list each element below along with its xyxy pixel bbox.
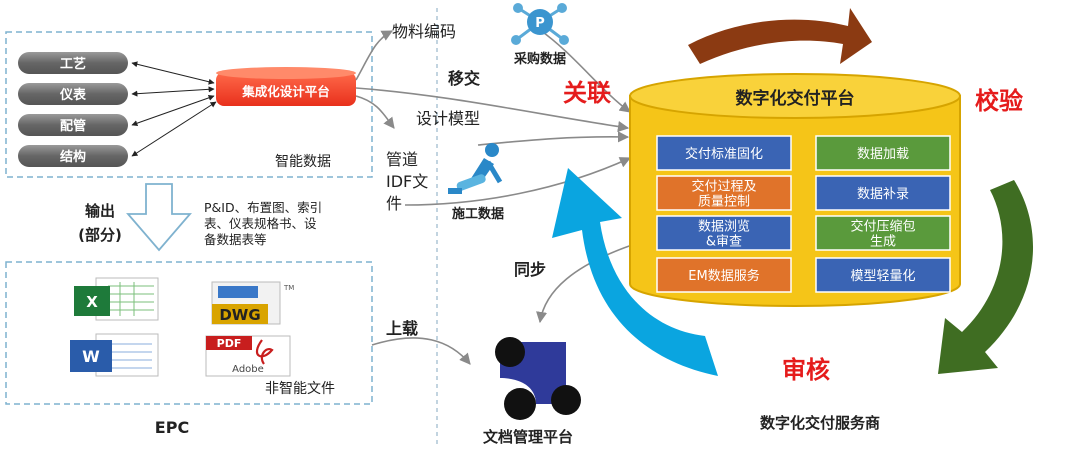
- layer-label: 结构: [60, 149, 86, 165]
- design-model-label: 设计模型: [416, 109, 480, 128]
- doc-platform-logo: [495, 337, 581, 420]
- handover-label: 移交: [448, 69, 480, 88]
- dwg-label: DWG: [219, 306, 260, 324]
- review-cycle-arrow: [552, 168, 718, 376]
- pipe-idf-label-line: 管道: [386, 150, 418, 169]
- platform-module: 模型轻量化: [815, 257, 951, 293]
- module-box: [656, 175, 792, 211]
- layer-links: [131, 61, 217, 157]
- procurement-icon-letter: P: [535, 16, 545, 31]
- integration-platform: 集成化设计平台: [216, 67, 356, 106]
- layer-label: 工艺: [60, 56, 86, 72]
- module-label: 数据补录: [857, 187, 909, 202]
- output-arrow: [126, 183, 192, 252]
- platform-module: 数据补录: [815, 175, 951, 211]
- sync-label: 同步: [514, 260, 546, 279]
- module-box: [815, 135, 951, 171]
- layer-stack: 工艺 仪表 配管 结构: [18, 52, 128, 167]
- module-box: [815, 215, 951, 251]
- layer-label: 配管: [60, 118, 86, 134]
- module-box: [656, 257, 792, 293]
- module-box: [815, 175, 951, 211]
- output-desc-line: P&ID、布置图、索引: [204, 200, 322, 215]
- platform-module: 交付标准固化: [656, 135, 792, 171]
- pipe-idf-label-line: 件: [386, 194, 402, 213]
- non-smart-files-label: 非智能文件: [265, 381, 335, 397]
- module-label: 交付标准固化: [685, 146, 763, 162]
- smart-data-label: 智能数据: [275, 154, 331, 170]
- output-label: 输出: [85, 202, 115, 220]
- platform-modules: 交付标准固化数据加载交付过程及质量控制数据补录数据浏览&审查交付压缩包生成EM数…: [656, 135, 951, 293]
- platform-title: 数字化交付平台: [736, 88, 855, 109]
- link-cycle-arrow: [688, 8, 872, 64]
- material-code-label: 物料编码: [392, 22, 456, 41]
- module-label: 交付过程及: [691, 179, 756, 195]
- word-file-icon: W: [70, 333, 159, 377]
- construction-worker-icon: [448, 143, 503, 194]
- layer-yibiao: 仪表: [18, 83, 128, 105]
- adobe-label: Adobe: [232, 364, 264, 375]
- module-box: [656, 215, 792, 251]
- module-box: [815, 257, 951, 293]
- module-label: 数据加载: [857, 147, 909, 162]
- layer-peiguan: 配管: [18, 114, 128, 136]
- epc-label: EPC: [155, 418, 189, 437]
- dwg-tm: TM: [283, 284, 294, 292]
- module-label: 质量控制: [698, 195, 750, 210]
- construction-label: 施工数据: [452, 206, 504, 222]
- pipe-idf-label-line: IDF文: [386, 172, 428, 191]
- layer-jiegou: 结构: [18, 145, 128, 167]
- module-label: 数据浏览: [698, 219, 750, 235]
- platform-module: 数据加载: [815, 135, 951, 171]
- module-label: &审查: [706, 235, 742, 250]
- procurement-network-icon: P: [511, 3, 569, 45]
- module-label: 模型轻量化: [850, 269, 915, 284]
- module-label: 交付压缩包: [850, 219, 915, 235]
- output-sublabel: (部分): [78, 226, 122, 244]
- excel-file-icon: X: [74, 277, 159, 321]
- verify-label: 校验: [975, 87, 1023, 115]
- module-box: [656, 135, 792, 171]
- doc-platform-label: 文档管理平台: [483, 428, 573, 446]
- dwg-file-icon: DWG TM: [211, 281, 294, 325]
- module-label: 生成: [870, 235, 896, 250]
- output-desc-line: 表、仪表规格书、设: [204, 216, 317, 231]
- output-desc-line: 备数据表等: [204, 232, 267, 247]
- platform-module: 数据浏览&审查: [656, 215, 792, 251]
- procurement-label: 采购数据: [513, 51, 566, 67]
- excel-letter: X: [86, 293, 98, 311]
- pdf-file-icon: PDF Adobe: [205, 335, 291, 377]
- layer-gongyi: 工艺: [18, 52, 128, 74]
- pdf-label: PDF: [217, 337, 242, 350]
- link-label: 关联: [563, 79, 611, 107]
- smart-data-zone: [5, 31, 373, 178]
- non-smart-zone: [5, 261, 373, 405]
- integration-platform-label: 集成化设计平台: [241, 84, 330, 99]
- platform-module: EM数据服务: [656, 257, 792, 293]
- service-provider-label: 数字化交付服务商: [760, 414, 880, 432]
- upload-label: 上载: [386, 319, 418, 338]
- verify-cycle-arrow: [938, 180, 1034, 374]
- word-letter: W: [82, 347, 100, 366]
- layer-label: 仪表: [59, 87, 87, 103]
- review-label: 审核: [782, 356, 830, 384]
- flow-arrows: [355, 29, 633, 365]
- module-label: EM数据服务: [688, 268, 759, 284]
